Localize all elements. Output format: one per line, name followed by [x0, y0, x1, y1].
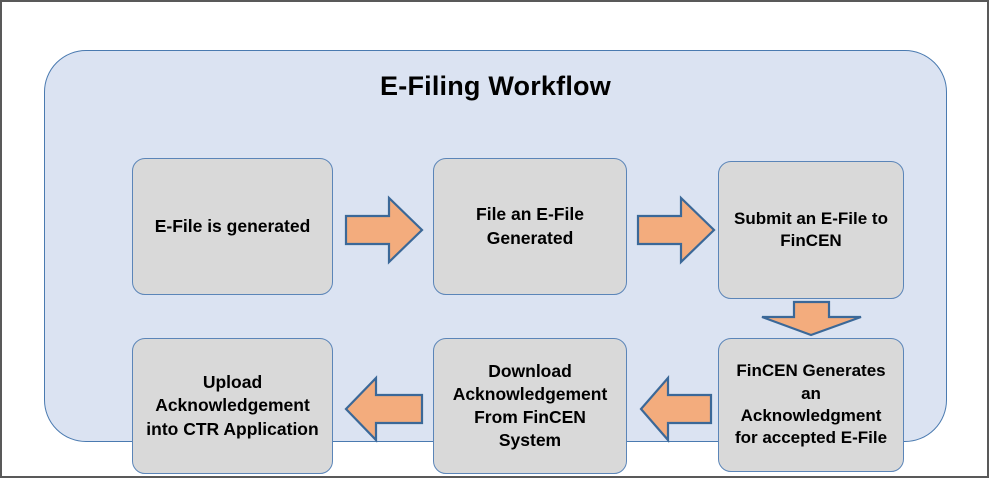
process-box-label: Upload Acknowledgement into CTR Applicat… — [146, 372, 319, 439]
process-box-step-3[interactable]: Submit an E-File to FinCEN — [718, 161, 904, 299]
process-box-label: Submit an E-File to FinCEN — [734, 208, 888, 250]
arrow-left-icon — [344, 375, 424, 443]
process-box-step-1[interactable]: E-File is generated — [132, 158, 333, 295]
page-title: E-Filing Workflow — [380, 71, 611, 101]
process-box-step-6[interactable]: Upload Acknowledgement into CTR Applicat… — [132, 338, 333, 474]
process-box-step-5[interactable]: Download Acknowledgement From FinCEN Sys… — [433, 338, 627, 474]
arrow-down-icon — [760, 300, 863, 337]
process-box-label: E-File is generated — [154, 215, 311, 236]
arrow-left-icon — [639, 375, 713, 443]
process-box-label: Download Acknowledgement From FinCEN Sys… — [452, 360, 608, 451]
process-box-step-2[interactable]: File an E-File Generated — [433, 158, 627, 295]
arrow-right-icon — [344, 195, 424, 265]
process-box-label: FinCEN Generates an Acknowledgment for a… — [734, 361, 888, 448]
workflow-container: E-Filing Workflow E-File is generated Fi… — [44, 50, 947, 474]
process-box-label: File an E-File Generated — [476, 204, 584, 248]
process-box-step-4[interactable]: FinCEN Generates an Acknowledgment for a… — [718, 338, 904, 472]
arrow-right-icon — [636, 195, 716, 265]
